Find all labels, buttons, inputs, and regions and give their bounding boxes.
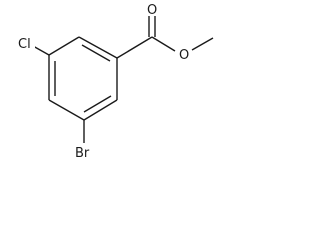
- atom-label-chlorine: Cl: [15, 36, 35, 52]
- ester-oxygen-label: O: [179, 48, 189, 63]
- benzene-ring: [48, 36, 118, 121]
- atom-label-bromine: Br: [73, 143, 97, 161]
- chlorine-label: Cl: [18, 37, 31, 52]
- ring-double-bond-bottom: [83, 95, 112, 113]
- ring-bond-top-left: [48, 36, 80, 56]
- bond-ring-to-carbonyl-carbon: [116, 36, 153, 59]
- atom-label-carbonyl-oxygen: O: [145, 2, 159, 18]
- atom-label-ester-oxygen: O: [177, 47, 191, 63]
- ring-bond-top-right: [78, 36, 118, 59]
- ring-double-bond-top: [81, 44, 111, 62]
- ring-bond-bottom-right: [83, 99, 118, 121]
- ring-bond-bottom-left: [48, 99, 85, 121]
- carbonyl-oxygen-label: O: [147, 3, 157, 18]
- structure-diagram: Cl Br O O: [15, 2, 214, 161]
- bond-carbonyl-to-ester-oxygen: [151, 36, 176, 52]
- bond-ester-oxygen-to-methyl: [191, 37, 214, 51]
- bromine-label: Br: [75, 146, 90, 161]
- bond-ring-to-chlorine: [32, 45, 50, 56]
